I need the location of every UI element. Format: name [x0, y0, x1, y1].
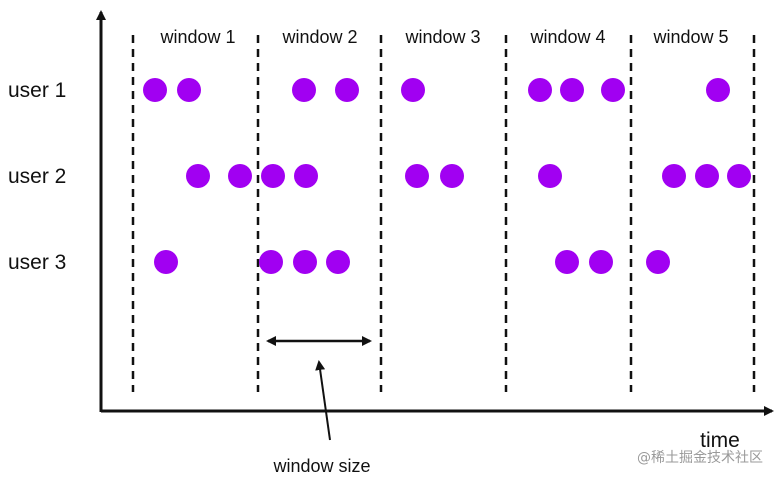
window-label: window 4 — [529, 27, 605, 47]
watermark-text: @稀土掘金技术社区 — [637, 450, 763, 466]
event-dot — [293, 250, 317, 274]
window-label: window 1 — [159, 27, 235, 47]
event-dot — [143, 78, 167, 102]
event-dot — [292, 78, 316, 102]
event-dot — [706, 78, 730, 102]
window-size-pointer — [315, 360, 331, 441]
event-dot — [662, 164, 686, 188]
event-dot — [228, 164, 252, 188]
time-axis-label: time — [700, 429, 740, 452]
event-dot — [401, 78, 425, 102]
event-dot — [555, 250, 579, 274]
window-label: window 5 — [652, 27, 728, 47]
event-dot — [294, 164, 318, 188]
event-dot — [560, 78, 584, 102]
event-dot — [405, 164, 429, 188]
event-dot — [177, 78, 201, 102]
event-dot — [695, 164, 719, 188]
window-label: window 3 — [404, 27, 480, 47]
event-dot — [589, 250, 613, 274]
event-dot — [261, 164, 285, 188]
window-label: window 2 — [281, 27, 357, 47]
user-label: user 1 — [8, 79, 66, 102]
event-dot — [186, 164, 210, 188]
event-dot — [154, 250, 178, 274]
event-dot — [259, 250, 283, 274]
user-label: user 3 — [8, 251, 66, 274]
event-dot — [335, 78, 359, 102]
event-dot — [601, 78, 625, 102]
event-dot — [538, 164, 562, 188]
event-dot — [326, 250, 350, 274]
event-dot — [727, 164, 751, 188]
event-dot — [440, 164, 464, 188]
window-size-label: window size — [272, 456, 370, 476]
event-dot — [646, 250, 670, 274]
event-dot — [528, 78, 552, 102]
user-label: user 2 — [8, 165, 66, 188]
